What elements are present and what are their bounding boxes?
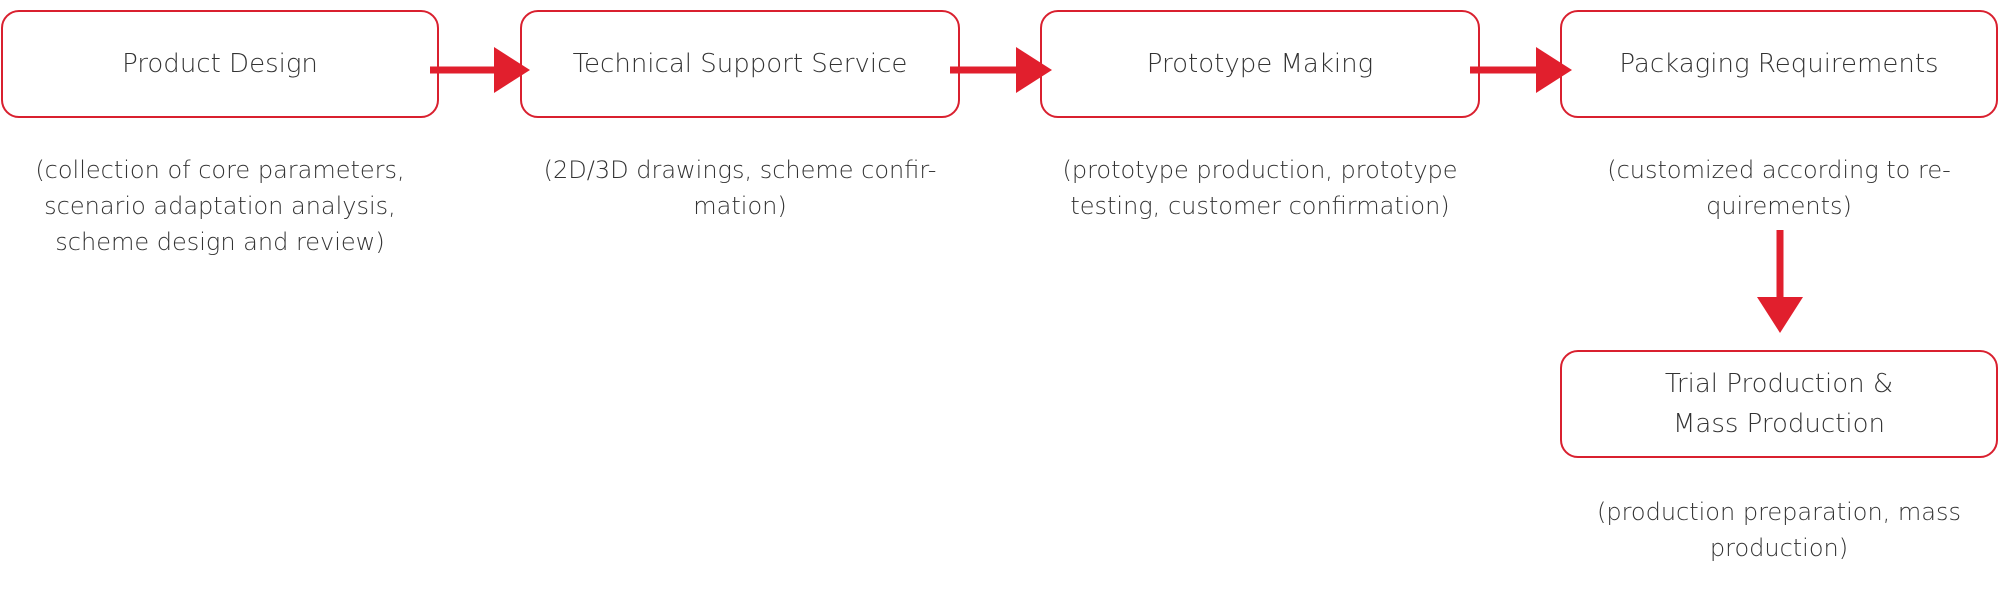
step-title-packaging-requirements: Packaging Requirements xyxy=(1619,49,1939,79)
step-title-trial-mass-production: Trial Production & Mass Production xyxy=(1664,369,1894,439)
arrow-technical-support-to-prototype-making xyxy=(950,47,1052,93)
arrow-product-design-to-technical-support-shaft xyxy=(430,66,496,74)
arrow-packaging-to-trial-production-head xyxy=(1757,297,1803,333)
step-description-packaging-requirements: (customized according to re- quirements) xyxy=(1607,156,1951,220)
arrow-technical-support-to-prototype-making-shaft xyxy=(950,66,1018,74)
step-description-prototype-making: (prototype production, prototype testing… xyxy=(1062,156,1458,220)
step-box-prototype-making: Prototype Making xyxy=(1040,10,1480,118)
arrow-prototype-making-to-packaging-shaft xyxy=(1470,66,1538,74)
step-box-technical-support-service: Technical Support Service xyxy=(520,10,960,118)
arrow-packaging-to-trial-production-shaft xyxy=(1776,230,1784,299)
arrow-packaging-to-trial-production xyxy=(1757,230,1803,333)
step-title-technical-support-service: Technical Support Service xyxy=(572,49,908,79)
arrow-product-design-to-technical-support xyxy=(430,47,530,93)
step-box-trial-mass-production: Trial Production & Mass Production xyxy=(1560,350,1998,458)
step-description-product-design: (collection of core parameters, scenario… xyxy=(35,156,405,256)
arrow-prototype-making-to-packaging xyxy=(1470,47,1572,93)
step-description-trial-mass-production: (production preparation, mass production… xyxy=(1596,498,1962,562)
step-box-packaging-requirements: Packaging Requirements xyxy=(1560,10,1998,118)
step-box-product-design: Product Design xyxy=(1,10,439,118)
step-description-technical-support-service: (2D/3D drawings, scheme confir- mation) xyxy=(543,156,937,220)
step-title-prototype-making: Prototype Making xyxy=(1146,49,1374,79)
step-title-product-design: Product Design xyxy=(122,49,318,79)
